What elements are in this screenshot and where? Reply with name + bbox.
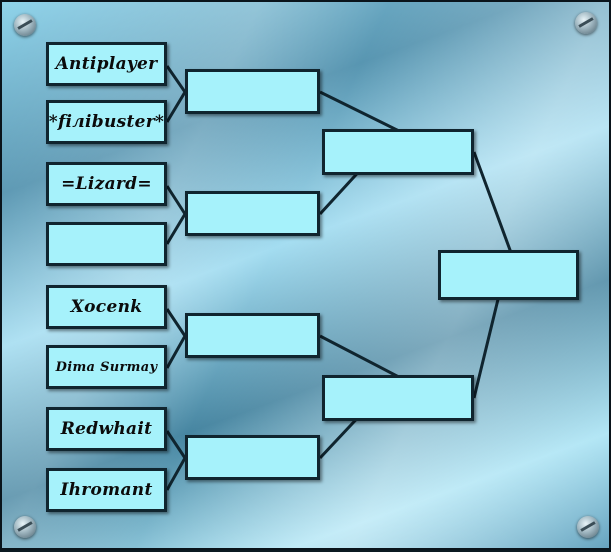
round1-slot-6[interactable]: Dima Surmay bbox=[46, 345, 167, 389]
round2-slot-2[interactable] bbox=[185, 191, 320, 236]
round2-slot-1[interactable] bbox=[185, 69, 320, 114]
player-name: Antiplayer bbox=[55, 54, 158, 74]
player-name: Redwhait bbox=[60, 419, 153, 439]
round1-slot-1[interactable]: Antiplayer bbox=[46, 42, 167, 86]
round1-slot-3[interactable]: =Lizard= bbox=[46, 162, 167, 206]
screw-bottom-right bbox=[577, 516, 599, 538]
final-slot[interactable] bbox=[438, 250, 579, 300]
round1-slot-2[interactable]: *fiлibuster* bbox=[46, 100, 167, 144]
player-name: =Lizard= bbox=[61, 174, 152, 194]
player-name: *fiлibuster* bbox=[48, 112, 165, 132]
round3-slot-2[interactable] bbox=[322, 375, 474, 421]
player-name: Xocenk bbox=[70, 297, 143, 317]
round1-slot-5[interactable]: Xocenk bbox=[46, 285, 167, 329]
player-name: Dima Surmay bbox=[55, 359, 158, 375]
screw-top-right bbox=[575, 12, 597, 34]
round1-slot-4[interactable] bbox=[46, 222, 167, 266]
screw-top-left bbox=[14, 14, 36, 36]
round2-slot-3[interactable] bbox=[185, 313, 320, 358]
round3-slot-1[interactable] bbox=[322, 129, 474, 175]
round1-slot-7[interactable]: Redwhait bbox=[46, 407, 167, 451]
player-name: Ihromant bbox=[60, 480, 153, 500]
round1-slot-8[interactable]: Ihromant bbox=[46, 468, 167, 512]
round2-slot-4[interactable] bbox=[185, 435, 320, 480]
screw-bottom-left bbox=[14, 516, 36, 538]
